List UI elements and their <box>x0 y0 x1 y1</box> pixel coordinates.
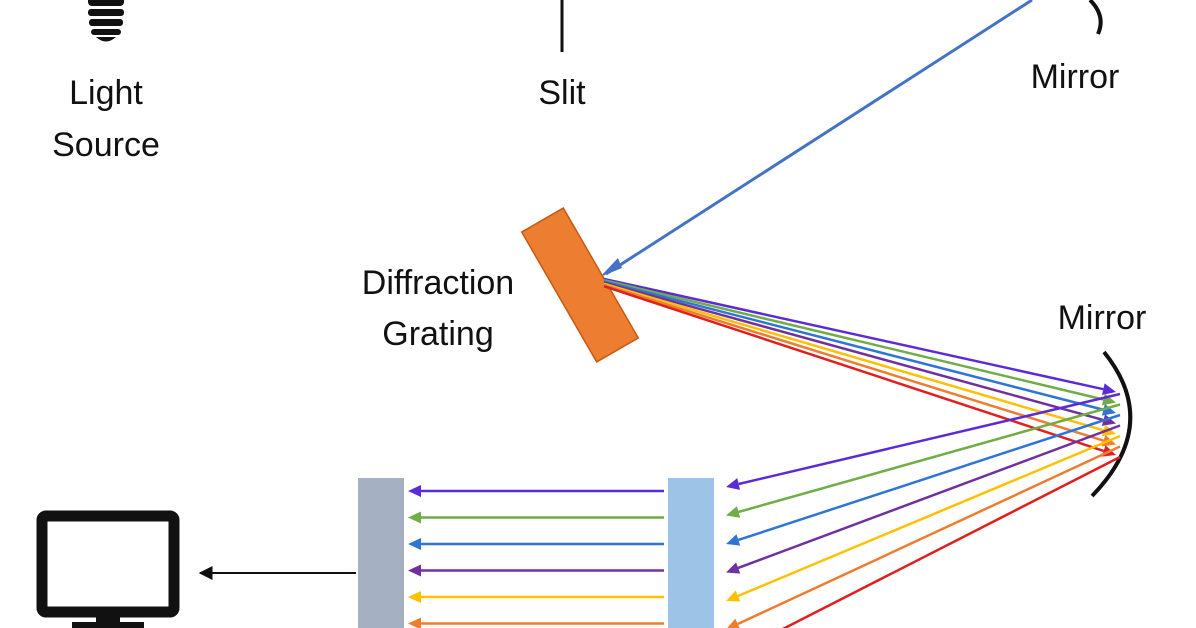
reference-cell <box>358 478 404 628</box>
reflected-ray <box>726 413 1121 546</box>
slit-label: Slit <box>538 74 586 112</box>
transmitted-ray <box>408 485 664 497</box>
grating-label-line1: Diffraction <box>362 264 514 302</box>
computer-monitor-icon <box>36 510 180 628</box>
dispersed-ray <box>603 278 1116 406</box>
reflected-ray <box>726 392 1121 490</box>
dispersed-ray <box>603 280 1116 416</box>
grating-label-line2: Grating <box>382 315 494 353</box>
top-mirror <box>1088 0 1103 35</box>
diffraction-grating <box>520 207 640 363</box>
dispersed-ray <box>603 283 1116 447</box>
rays-between-samples <box>408 485 664 628</box>
reflected-ray <box>726 434 1121 602</box>
dispersed-ray <box>603 281 1116 426</box>
light-bulb-icon <box>88 0 124 42</box>
right-mirror <box>1090 350 1133 498</box>
transmitted-ray <box>408 538 664 550</box>
dispersed-rays <box>603 277 1116 457</box>
light-source-label-line2: Source <box>52 126 160 164</box>
reflected-ray <box>727 445 1121 628</box>
reflected-ray <box>726 424 1121 574</box>
incident-beam <box>600 0 1033 277</box>
rays-to-sample <box>726 392 1121 628</box>
reflected-ray <box>782 455 1121 628</box>
transmitted-ray <box>408 617 664 628</box>
dispersed-ray <box>603 277 1116 396</box>
transmitted-ray <box>408 564 664 577</box>
transmitted-ray <box>408 591 664 603</box>
transmitted-ray <box>408 511 664 524</box>
light-source-label-line1: Light <box>69 74 143 112</box>
right-mirror-label: Mirror <box>1058 299 1147 337</box>
dispersed-ray <box>603 285 1116 457</box>
sample-cell <box>668 478 714 628</box>
reflected-ray <box>726 403 1121 518</box>
top-mirror-label: Mirror <box>1031 58 1120 96</box>
